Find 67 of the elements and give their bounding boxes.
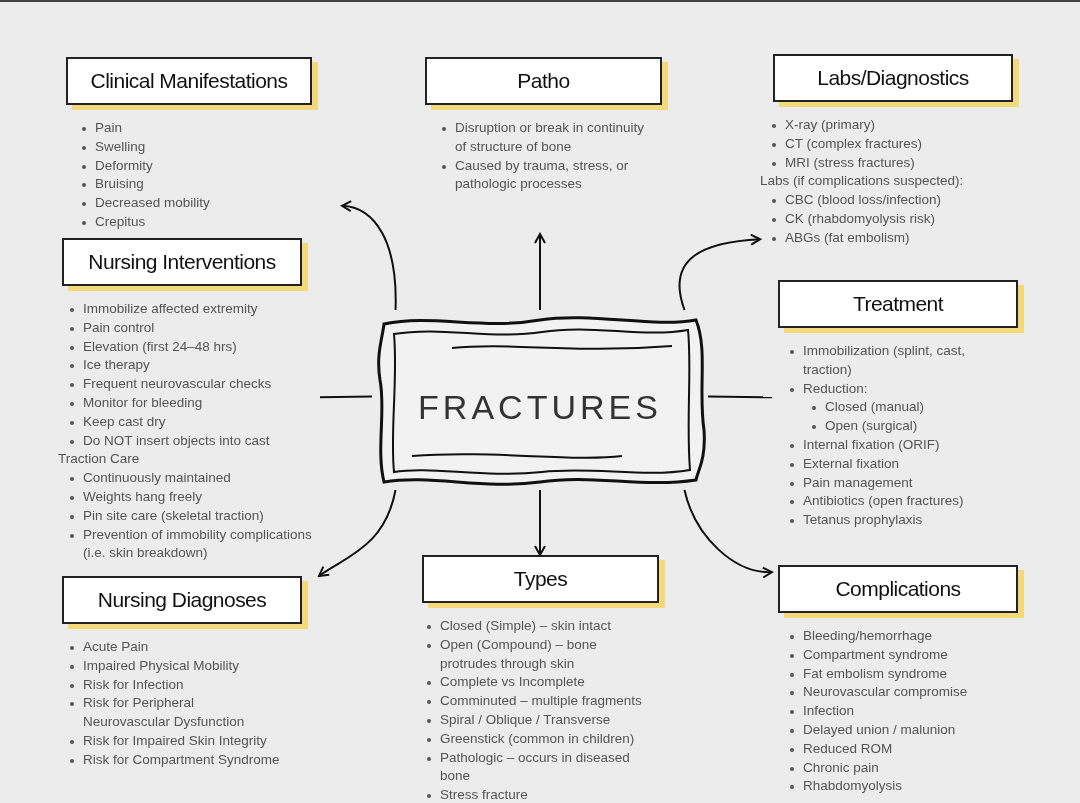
list-item-text: Labs (if complications suspected): xyxy=(760,172,964,191)
list-item-text: Crepitus xyxy=(95,213,146,231)
curly-arrow xyxy=(318,489,397,577)
list-item-text: X-ray (primary) xyxy=(785,116,875,134)
list-item-text: Risk for Peripheral Neurovascular Dysfunction xyxy=(83,694,246,732)
list-item-text: Do NOT insert objects into cast xyxy=(83,431,270,450)
list-item-text: Comminuted – multiple fragments xyxy=(440,692,642,711)
curly-arrow xyxy=(534,233,546,311)
curly-arrow xyxy=(678,233,761,311)
list-item-text: Caused by trauma, stress, or pathologic processes xyxy=(455,156,630,194)
list-item-text: Tetanus prophylaxis xyxy=(803,511,923,530)
list-item-text: Closed (manual) xyxy=(825,398,925,417)
list-item-text: Prevention of immobility complications (i.e. skin breakdown) xyxy=(83,525,313,563)
list-item-text: Keep cast dry xyxy=(83,412,166,431)
list-item-text: Continuously maintained xyxy=(83,469,231,488)
list-item-text: Infection xyxy=(803,702,855,721)
list-item-text: Risk for Infection xyxy=(83,675,184,694)
list-item-text: Internal fixation (ORIF) xyxy=(803,436,940,454)
curly-arrow xyxy=(534,489,546,556)
list-item-text: Antibiotics (open fractures) xyxy=(803,492,964,511)
list-item-text: Compartment syndrome xyxy=(803,645,948,664)
list-item-text: Immobilization (splint, cast, traction) xyxy=(803,342,967,379)
list-item-text: Reduction: xyxy=(803,379,868,398)
curly-arrow xyxy=(341,200,397,311)
list-item-text: CBC (blood loss/infection) xyxy=(785,191,942,210)
list-item-text: Open (Compound) – bone protrudes through skin xyxy=(440,635,598,673)
list-item-text: Bleeding/hemorrhage xyxy=(803,627,933,645)
list-item-text: Closed (Simple) – skin intact xyxy=(440,617,612,635)
list-item-text: Monitor for bleeding xyxy=(83,394,203,412)
list-item-text: Frequent neurovascular checks xyxy=(83,375,272,394)
list-item-text: Elevation (first 24–48 hrs) xyxy=(83,337,237,356)
list-item-text: Open (surgical) xyxy=(825,417,918,436)
list-item-text: Chronic pain xyxy=(803,758,879,777)
list-item-text: Reduced ROM xyxy=(803,739,893,758)
list-item-text: Pathologic – occurs in diseased bone xyxy=(440,748,631,786)
central-topic: FRACTURES xyxy=(417,387,663,428)
list-item-text: Greenstick (common in children) xyxy=(440,729,635,748)
list-item-text: Acute Pain xyxy=(83,638,149,656)
list-item-text: Pain control xyxy=(83,318,155,337)
list-item-text: CT (complex fractures) xyxy=(785,134,923,153)
list-item-text: Swelling xyxy=(95,137,146,156)
list-item-text: Traction Care xyxy=(58,450,140,469)
list-item-text: Weights hang freely xyxy=(83,487,203,506)
list-item-text: Risk for Compartment Syndrome xyxy=(83,750,280,769)
list-item-text: Immobilize affected extremity xyxy=(83,300,258,318)
list-item-text: Rhabdomyolysis xyxy=(803,777,903,796)
curly-arrow xyxy=(683,489,773,578)
list-item-text: Delayed union / malunion xyxy=(803,721,956,739)
list-item-text: CK (rhabdomyolysis risk) xyxy=(785,210,936,228)
list-item-text: Deformity xyxy=(95,156,153,175)
list-item-text: Spiral / Oblique / Transverse xyxy=(440,711,611,729)
list-item-text: Ice therapy xyxy=(83,356,150,375)
list-item-text: Bruising xyxy=(95,175,144,194)
list-item-text: Risk for Impaired Skin Integrity xyxy=(83,732,267,750)
list-item-text: Stress fracture xyxy=(440,786,528,803)
list-item-text: Fat embolism syndrome xyxy=(803,664,948,683)
list-item-text: Pain management xyxy=(803,473,913,492)
list-item-text: Pain xyxy=(95,119,123,137)
list-item-text: External fixation xyxy=(803,454,900,473)
list-item-text: Neurovascular compromise xyxy=(803,683,968,702)
list-item-text: Pin site care (skeletal traction) xyxy=(83,506,264,525)
list-item-text: MRI (stress fractures) xyxy=(785,153,915,172)
list-item-text: Complete vs Incomplete xyxy=(440,673,585,692)
list-item-text: ABGs (fat embolism) xyxy=(785,228,910,247)
list-item-text: Decreased mobility xyxy=(95,194,210,213)
list-item-text: Impaired Physical Mobility xyxy=(83,656,240,675)
list-item-text: Disruption or break in continuity of structure of bone xyxy=(455,119,646,156)
